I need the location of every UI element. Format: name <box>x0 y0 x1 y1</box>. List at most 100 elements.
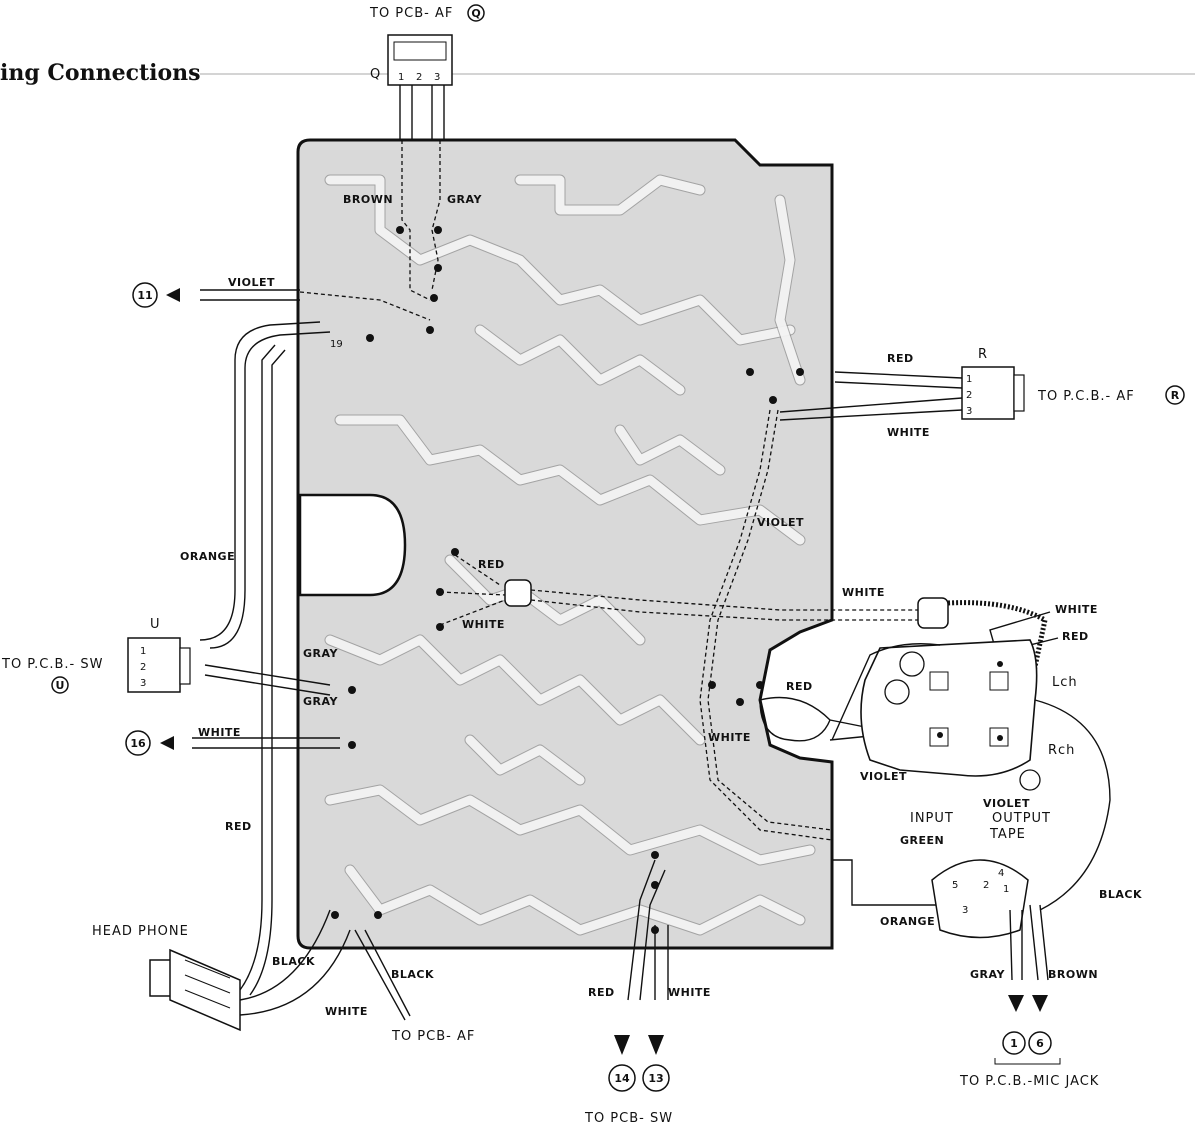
pcb-board <box>296 138 834 950</box>
din-pin-4: 4 <box>998 868 1004 879</box>
red-wire-left <box>239 344 286 996</box>
label-tape: TAPE <box>989 827 1026 842</box>
connector-q-circle <box>467 4 485 22</box>
label-head-phone: HEAD PHONE <box>92 924 189 939</box>
label-white-shield: WHITE <box>1055 603 1098 616</box>
arrow-6 <box>1032 995 1048 1012</box>
center-sleeve <box>504 579 532 607</box>
label-red-left: RED <box>225 820 252 833</box>
connector-u-circle <box>51 676 69 694</box>
label-19: 19 <box>330 339 343 350</box>
din-pin-5: 5 <box>952 880 958 891</box>
callout-1-circle <box>1002 1031 1026 1055</box>
jack-assembly: Lch Rch INPUT OUTPUT TAPE <box>860 639 1078 842</box>
connector-u-pin1: 1 <box>140 646 146 657</box>
connector-r-pin3: 3 <box>966 406 972 417</box>
jack-outer-wires <box>831 643 1111 911</box>
connector-u-circled-letter: U <box>56 679 65 692</box>
board-cutout <box>298 493 407 597</box>
page-title: ing Connections <box>0 60 201 86</box>
connector-r-circled-letter: R <box>1171 389 1180 402</box>
label-black-hp2: BLACK <box>391 968 434 981</box>
label-gray-u2: GRAY <box>303 695 338 708</box>
connector-u-pin3: 3 <box>140 678 146 689</box>
connector-u-caption: TO P.C.B.- SW <box>1 657 103 672</box>
jack-terminal-1 <box>899 651 925 677</box>
violet-wire-route <box>299 291 431 321</box>
callout-13-circle <box>642 1064 670 1092</box>
label-red-shield: RED <box>1062 630 1089 643</box>
label-white-16: WHITE <box>198 726 241 739</box>
din-pin-1: 1 <box>1003 884 1009 895</box>
connector-q-pin3: 3 <box>434 72 440 83</box>
connector-r-pin2: 2 <box>966 390 972 401</box>
jack-terminal-2 <box>884 679 910 705</box>
label-green-jack: GREEN <box>900 834 944 847</box>
label-violet-mid: VIOLET <box>757 516 804 529</box>
connector-q: TO PCB- AF Q Q 1 2 3 <box>369 4 485 140</box>
label-gray-top: GRAY <box>447 193 482 206</box>
arrow-13 <box>648 1035 664 1055</box>
label-red-bottom: RED <box>588 986 615 999</box>
label-white-bottom: WHITE <box>668 986 711 999</box>
label-violet-jack2: VIOLET <box>983 797 1030 810</box>
connector-r-letter: R <box>978 347 988 362</box>
connector-q-caption: TO PCB- AF <box>369 6 453 21</box>
label-white-hp: WHITE <box>325 1005 368 1018</box>
connector-r-body <box>961 366 1015 420</box>
label-orange-left: ORANGE <box>180 550 235 563</box>
sw-wires <box>627 859 669 1001</box>
label-brown-bottom: BROWN <box>1048 968 1098 981</box>
arrow-14 <box>614 1035 630 1055</box>
label-black-right: BLACK <box>1099 888 1142 901</box>
callout-16: 16 <box>125 730 340 756</box>
label-white-center: WHITE <box>462 618 505 631</box>
label-red-center: RED <box>478 558 505 571</box>
connector-u-body <box>127 637 181 693</box>
label-white-mid-right: WHITE <box>708 731 751 744</box>
label-brown-top: BROWN <box>343 193 393 206</box>
pcb-traces <box>324 174 816 936</box>
label-violet-left: VIOLET <box>228 276 275 289</box>
label-output: OUTPUT <box>992 811 1051 826</box>
callout-14-circle <box>608 1064 636 1092</box>
connector-q-pin2: 2 <box>416 72 422 83</box>
connector-u-pin2: 2 <box>140 662 146 673</box>
din-pin-2: 2 <box>983 880 989 891</box>
shield-sleeve <box>917 597 949 629</box>
label-lch: Lch <box>1052 675 1078 690</box>
mid-right-loop <box>759 696 831 742</box>
solder-points <box>331 226 804 934</box>
label-rch: Rch <box>1048 743 1075 758</box>
orange-wire <box>199 321 331 649</box>
connector-r-caption: TO P.C.B.- AF <box>1037 389 1135 404</box>
arrow-16 <box>160 736 174 750</box>
connector-u-letter: U <box>150 617 161 632</box>
r-wires <box>779 371 963 421</box>
callout-6-num: 6 <box>1036 1037 1044 1050</box>
label-black-hp1: BLACK <box>272 955 315 968</box>
din-socket: 2 4 1 5 3 <box>931 859 1029 939</box>
label-red-mid-right: RED <box>786 680 813 693</box>
label-to-pcb-af: TO PCB- AF <box>391 1029 475 1044</box>
connector-u: U 1 2 3 TO P.C.B.- SW U <box>1 617 191 694</box>
callout-16-num: 16 <box>130 737 146 750</box>
u-wires <box>204 664 331 696</box>
connector-q-pin1: 1 <box>398 72 404 83</box>
callout-13-num: 13 <box>648 1072 663 1085</box>
arrow-11 <box>166 288 180 302</box>
label-to-pcb-sw: TO PCB- SW <box>584 1111 673 1126</box>
label-white-r3: WHITE <box>887 426 930 439</box>
label-to-mic-jack: TO P.C.B.-MIC JACK <box>959 1074 1099 1089</box>
violet-shielded-route <box>699 409 833 841</box>
connector-q-circled-letter: Q <box>471 7 480 20</box>
shielded-cable <box>947 600 1048 691</box>
callout-11: 11 <box>132 282 300 308</box>
connector-r-circle <box>1165 385 1185 405</box>
label-violet-jack: VIOLET <box>860 770 907 783</box>
jack-terminal-3 <box>1019 769 1041 791</box>
label-white-right: WHITE <box>842 586 885 599</box>
headphone-jack: HEAD PHONE <box>92 924 241 1032</box>
label-gray-bottom: GRAY <box>970 968 1005 981</box>
label-gray-u1: GRAY <box>303 647 338 660</box>
